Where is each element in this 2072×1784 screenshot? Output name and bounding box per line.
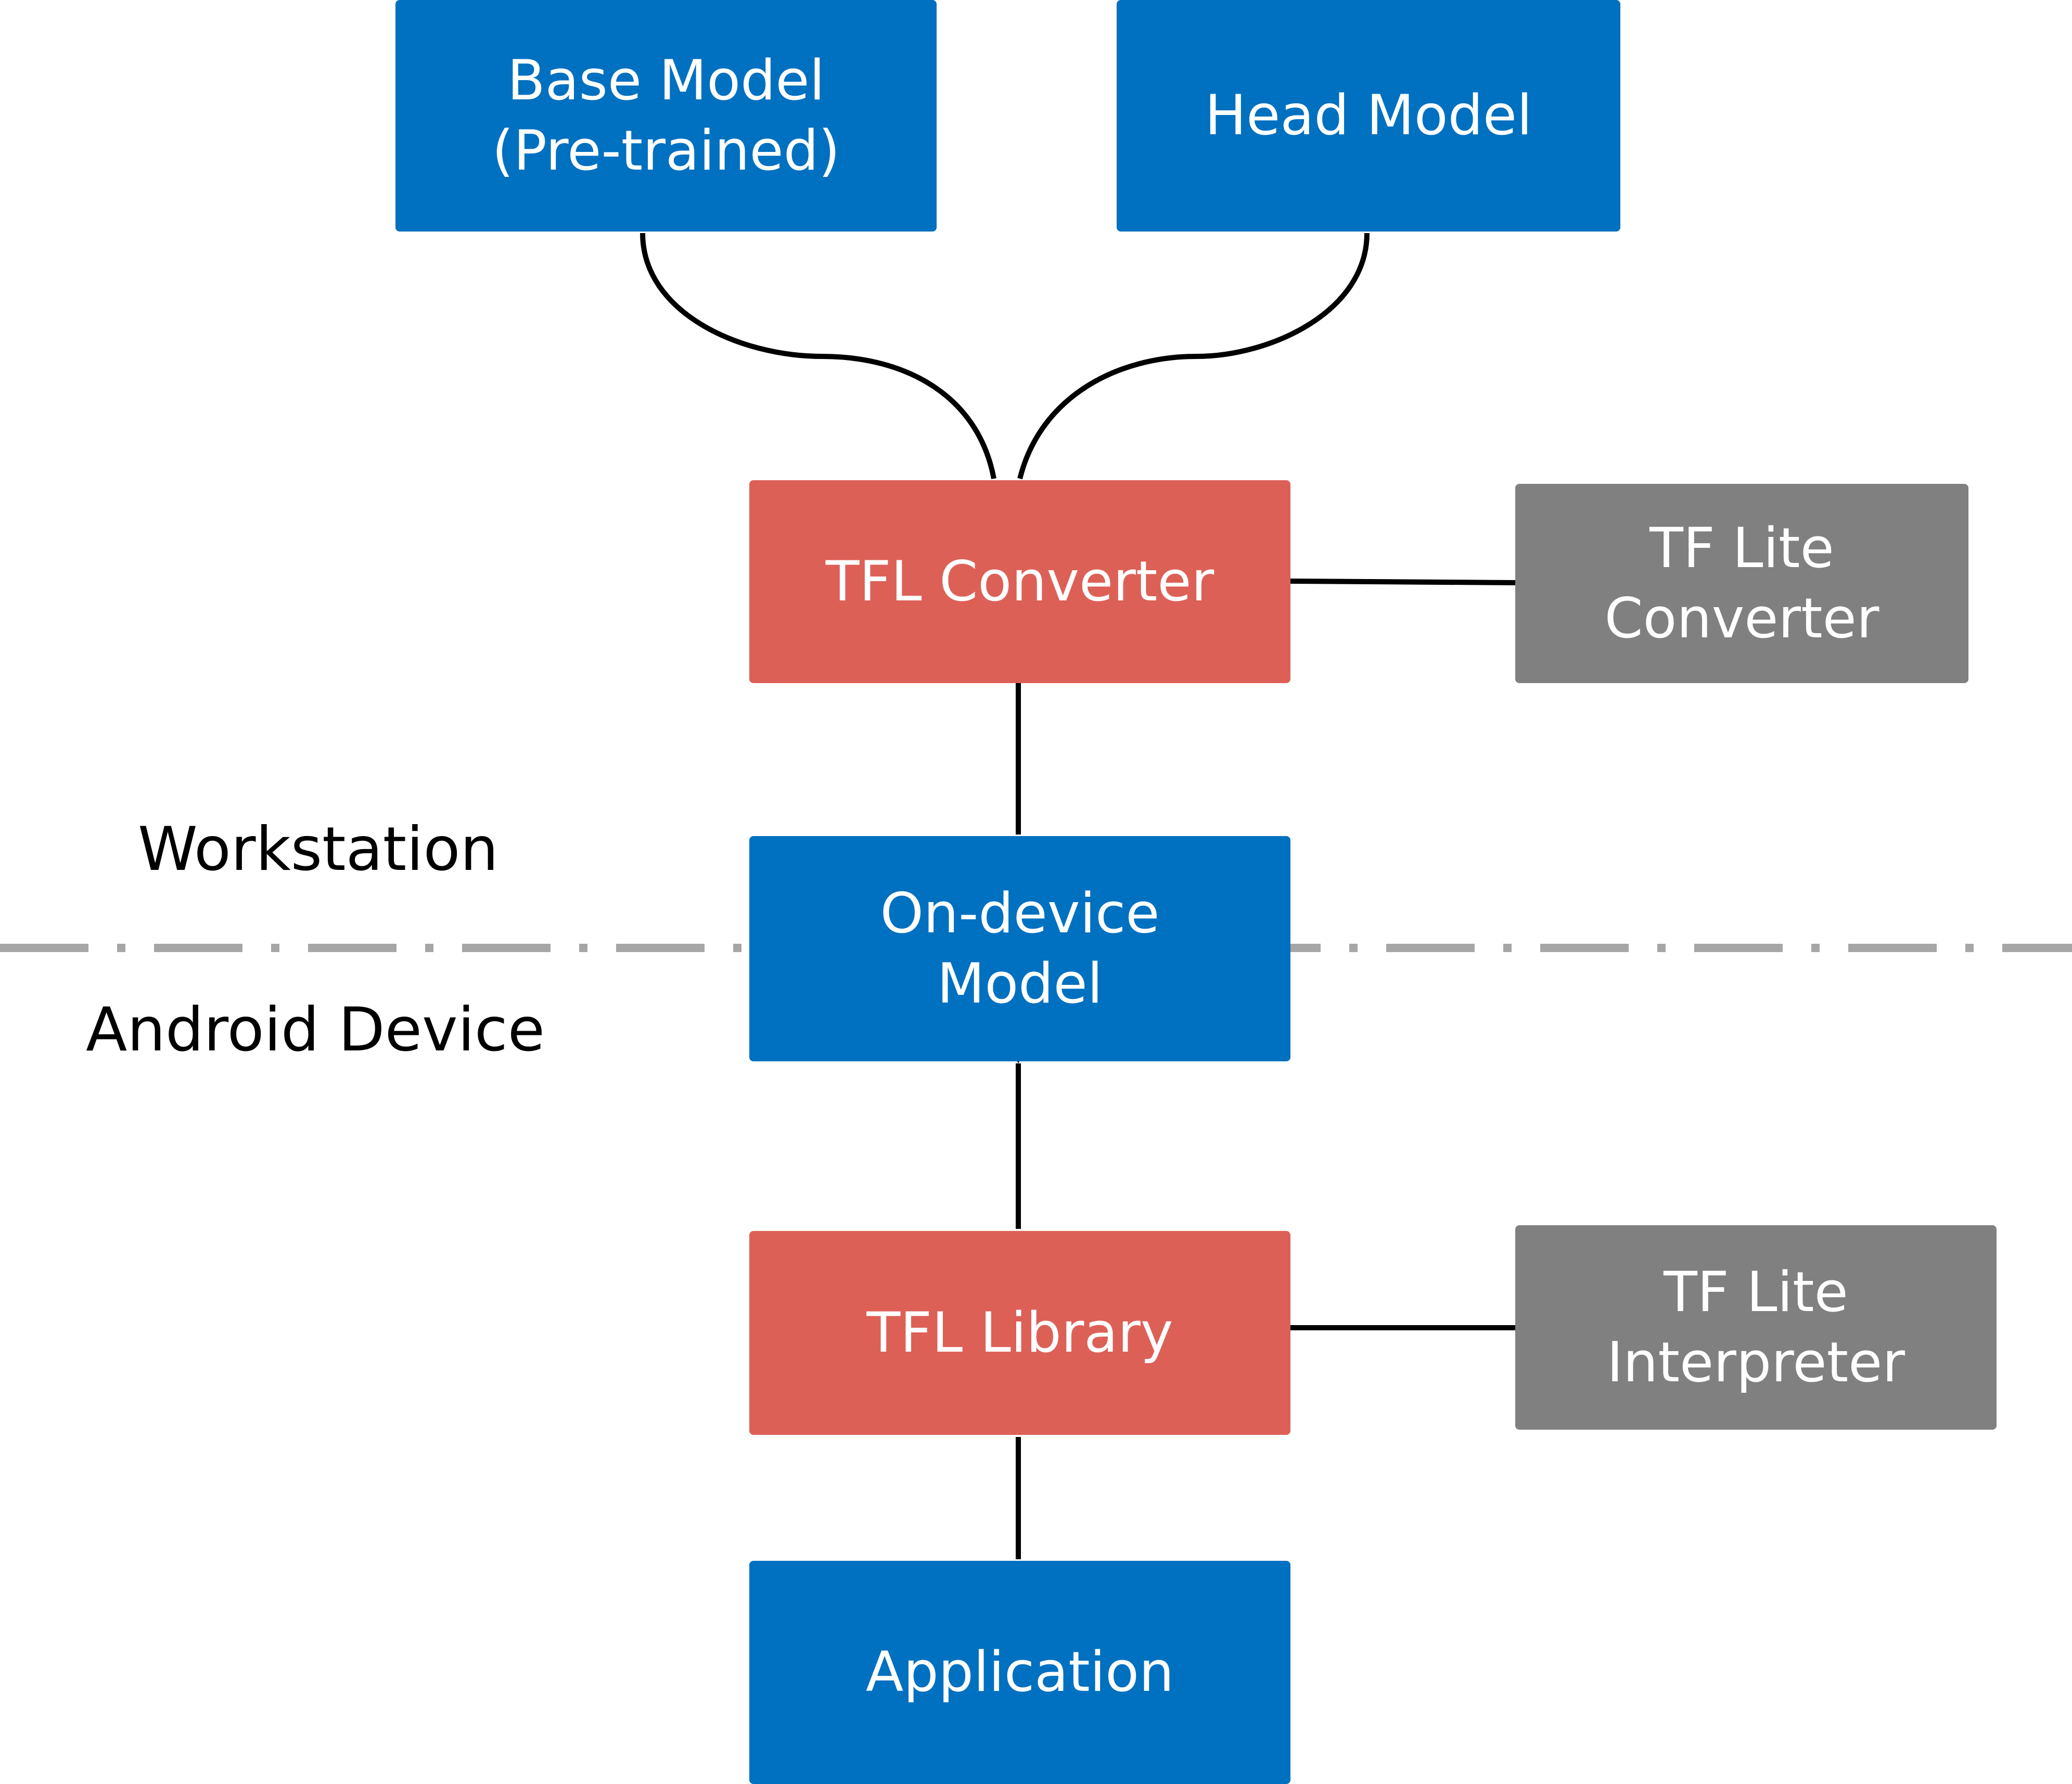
on-device-model-label: On-device Model [880,881,1160,1016]
head-model-box: Head Model [1117,0,1620,232]
tfl-library-label: TFL Library [866,1300,1173,1365]
head-model-label: Head Model [1205,83,1532,148]
tf-lite-converter-box: TF Lite Converter [1515,484,1968,683]
tfl-library-box: TFL Library [749,1231,1290,1435]
tfl-converter-box: TFL Converter [749,480,1290,683]
on-device-model-box: On-device Model [749,836,1290,1061]
base-model-label: Base Model (Pre-trained) [492,48,840,183]
application-label: Application [865,1640,1174,1704]
tf-lite-converter-label: TF Lite Converter [1604,516,1879,650]
zone-label-workstation: Workstation [138,814,498,884]
arrow-base-to-converter [640,233,996,479]
application-box: Application [749,1561,1290,1784]
tfl-converter-label: TFL Converter [825,549,1214,613]
arrow-converter-to-tflite-converter [1290,579,1516,585]
base-model-box: Base Model (Pre-trained) [395,0,937,232]
tf-lite-interpreter-box: TF Lite Interpreter [1515,1225,1997,1430]
arrow-head-to-converter [1017,233,1370,480]
tf-lite-interpreter-label: TF Lite Interpreter [1607,1260,1905,1394]
zone-label-android-device: Android Device [86,995,545,1065]
